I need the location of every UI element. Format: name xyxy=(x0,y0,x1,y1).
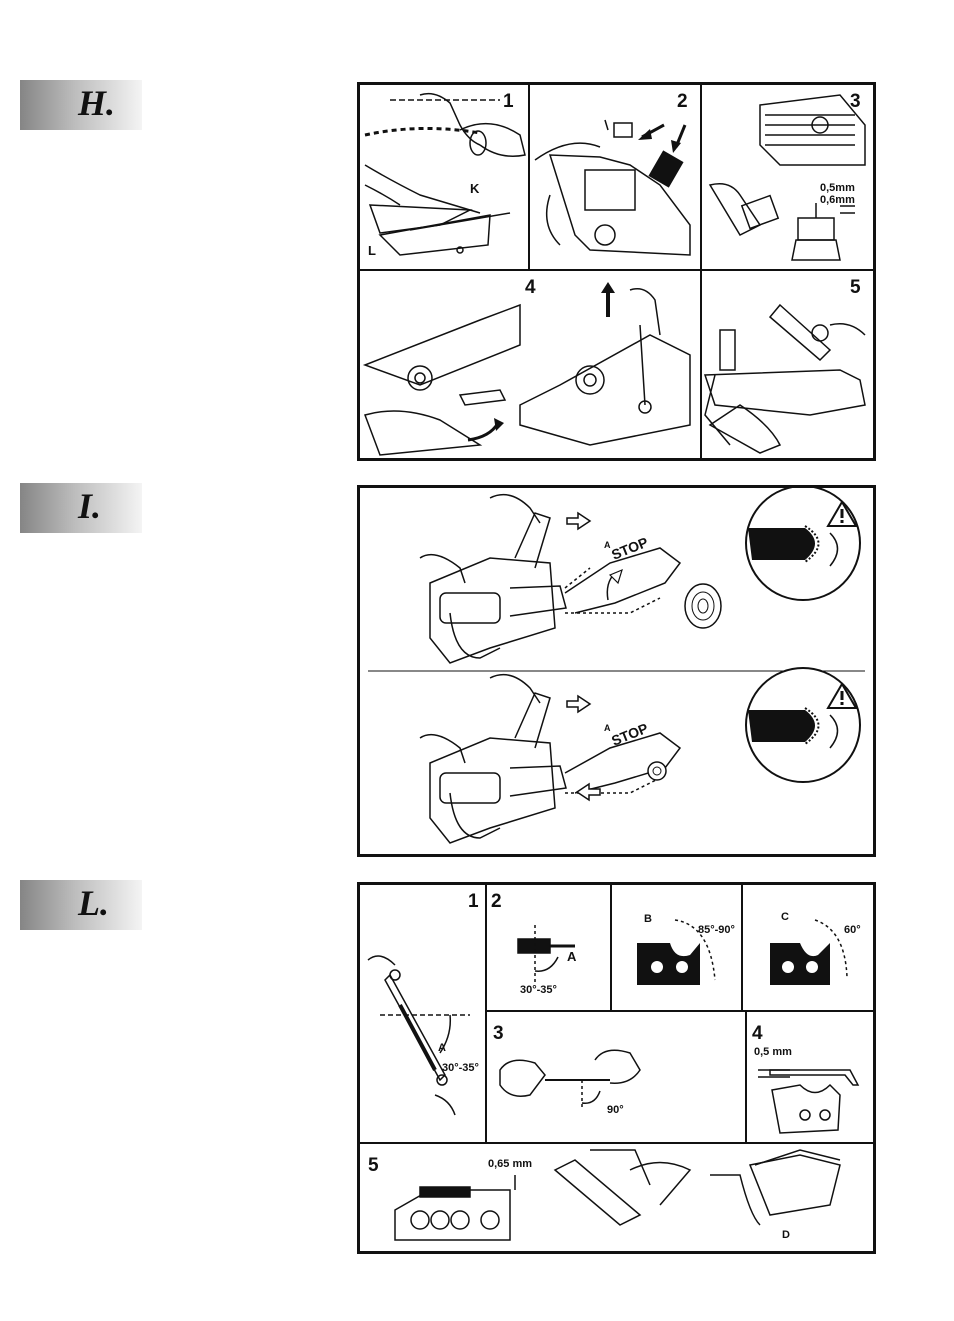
label-a: A xyxy=(567,949,577,964)
warning-icon xyxy=(826,682,858,709)
kickback-illustration-top xyxy=(419,493,682,664)
angle-label: 60° xyxy=(844,924,861,936)
figure-panel-i: STOP A STOP A xyxy=(357,485,876,857)
step-number: 2 xyxy=(491,891,502,912)
file-guide-illustration xyxy=(367,955,470,1116)
label-d: D xyxy=(782,1229,790,1241)
chain-filing-illustration xyxy=(703,303,866,454)
label-a: A xyxy=(604,540,611,550)
stop-label: STOP xyxy=(609,720,650,749)
step-number: 4 xyxy=(525,277,536,298)
stop-label: STOP xyxy=(609,534,650,563)
section-letter: H. xyxy=(78,83,116,123)
chain-gauge-illustration xyxy=(394,1149,841,1241)
label-a: A xyxy=(604,723,611,733)
step-number: 4 xyxy=(752,1023,763,1044)
step-number: 5 xyxy=(850,277,861,298)
arrow-head-icon xyxy=(494,418,504,431)
pull-arrow-icon xyxy=(575,782,601,802)
filing-90-illustration xyxy=(499,1049,641,1110)
angle-label: 85°-90° xyxy=(698,924,735,936)
step-number: 1 xyxy=(468,891,479,912)
direction-arrow-icon xyxy=(566,694,592,714)
label-k: K xyxy=(470,181,480,196)
file-angle-illustration xyxy=(517,925,575,985)
label-a: A xyxy=(438,1042,446,1054)
spark-plug-illustration xyxy=(708,94,866,261)
label-c: C xyxy=(781,911,789,923)
arrow-head-icon xyxy=(601,282,615,293)
section-letter: L. xyxy=(78,883,109,923)
label-b: B xyxy=(644,913,652,925)
inset-kickback-zone xyxy=(745,488,861,601)
warning-icon xyxy=(826,500,858,527)
chain-gauge-illustration xyxy=(364,92,526,256)
arrow-head-icon xyxy=(671,140,681,153)
arrow-head-icon xyxy=(638,129,652,140)
gap-label: 0,5mm xyxy=(820,182,855,194)
figure-panel-h: 1 K L 2 xyxy=(357,82,876,461)
step-number: 1 xyxy=(503,91,514,112)
angle-label: 30°-35° xyxy=(442,1062,479,1074)
direction-arrow-icon xyxy=(566,511,592,531)
step-number: 3 xyxy=(493,1023,504,1044)
cutter-b-illustration xyxy=(637,919,716,985)
section-tab-i: I. xyxy=(20,483,142,533)
gap-label: 0,6mm xyxy=(820,194,855,206)
step-number: 3 xyxy=(850,91,861,112)
cutter-c-illustration xyxy=(770,919,848,985)
sprocket-illustration xyxy=(362,288,691,456)
angle-label: 30°-35° xyxy=(520,984,557,996)
depth-gauge-illustration xyxy=(758,1069,860,1134)
section-tab-l: L. xyxy=(20,880,142,930)
log-icon xyxy=(684,583,722,629)
section-letter: I. xyxy=(78,486,102,526)
section-tab-h: H. xyxy=(20,80,142,130)
gap-label: 0,5 mm xyxy=(754,1046,792,1058)
step-number: 2 xyxy=(677,91,688,112)
step-number: 5 xyxy=(368,1155,379,1176)
kickback-illustration-bottom xyxy=(419,673,682,844)
chainsaw-illustration xyxy=(534,119,691,256)
gap-label: 0,65 mm xyxy=(488,1158,532,1170)
label-l: L xyxy=(368,243,376,258)
inset-kickback-zone xyxy=(745,667,861,783)
angle-label: 90° xyxy=(607,1104,624,1116)
rotate-arrow-icon xyxy=(467,422,500,442)
figure-panel-l: 1 A 30°-35° 2 A 30°-35° B 85°-90° C 60° xyxy=(357,882,876,1254)
log-icon xyxy=(647,761,667,781)
